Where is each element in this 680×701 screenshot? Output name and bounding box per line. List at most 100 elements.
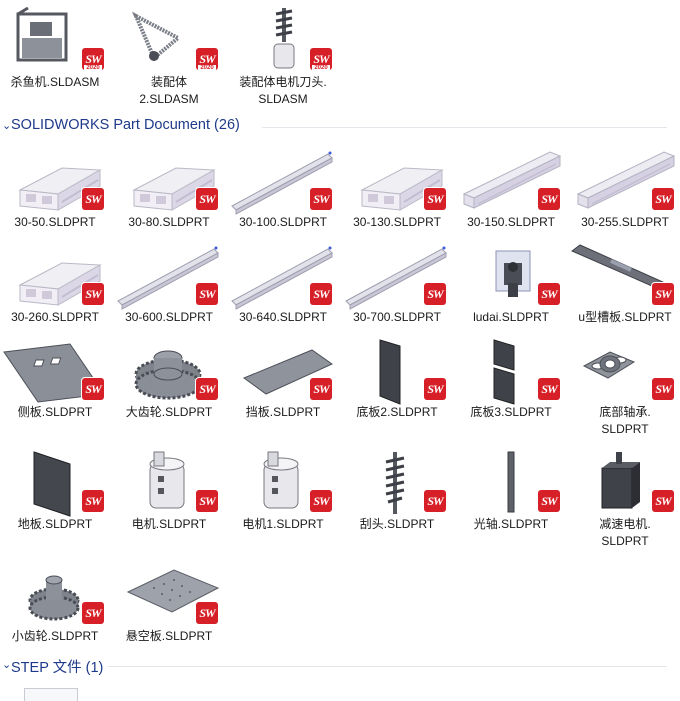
shaft-icon: SW [456,450,566,516]
file-name: 挡板.SLDPRT [245,405,321,419]
bottom-plate-icon: SW [342,338,452,405]
file-name: 地板.SLDPRT [17,517,93,531]
file-item[interactable]: SW 悬空板.SLDPRT [114,562,224,645]
baffle-plate-icon: SW [228,338,338,404]
badge-text: SW [541,494,557,508]
motor-icon: SW [114,450,224,516]
file-name: 30-600.SLDPRT [125,310,213,324]
step-file-icon[interactable] [24,688,78,701]
file-item[interactable]: SW 30-640.SLDPRT [228,243,338,326]
file-name: 30-130.SLDPRT [353,215,441,229]
file-item[interactable]: SW 30-700.SLDPRT [342,243,452,326]
file-item[interactable]: SW 30-150.SLDPRT [456,148,566,231]
solidworks-badge-icon: SW [196,283,218,305]
profile-medium-icon: SW [456,148,566,214]
file-name: 底板3.SLDPRT [470,405,552,419]
gear-motor-icon: SW [570,450,680,516]
group-divider [262,127,667,128]
profile-short-icon: SW [0,148,110,214]
u-channel-plate-icon: SW [570,243,680,309]
large-gear-icon: SW [114,338,224,404]
solidworks-badge-icon: SW [82,602,104,624]
file-item[interactable]: SW 30-600.SLDPRT [114,243,224,326]
profile-long-icon: SW [228,148,338,215]
file-name: 杀鱼机.SLDASM [10,75,100,89]
badge-text: SW [85,606,101,620]
file-name: 30-80.SLDPRT [128,215,210,229]
badge-text: SW [427,494,443,508]
chevron-down-icon[interactable]: ⌄ [2,659,12,671]
solidworks-badge-icon: SW [424,188,446,210]
solidworks-badge-icon: SW [424,283,446,305]
file-item[interactable]: SW 30-80.SLDPRT [114,148,224,231]
chevron-down-icon[interactable]: ⌄ [2,120,12,132]
file-name: 电机1.SLDPRT [242,517,324,531]
file-name: u型槽板.SLDPRT [578,310,672,324]
solidworks-badge-icon: SW [538,490,560,512]
group-header[interactable]: ⌄SOLIDWORKS Part Document (26) [0,116,667,138]
file-item[interactable]: SW 大齿轮.SLDPRT [114,338,224,421]
solidworks-badge-icon: SW [82,378,104,400]
badge-text: SW [541,192,557,206]
badge-text: SW [427,382,443,396]
file-name: 30-150.SLDPRT [467,215,555,229]
perforated-plate-icon: SW [114,562,224,628]
solidworks-badge-icon: SW [424,490,446,512]
file-name: 30-50.SLDPRT [14,215,96,229]
badge-text: SW [655,382,671,396]
group-header[interactable]: ⌄STEP 文件 (1) [0,655,667,677]
solidworks-badge-icon: SW [310,188,332,210]
badge-year: 2020 [198,65,216,72]
badge-text: SW [199,287,215,301]
file-name: 装配体电机刀头. [239,75,327,89]
badge-text: SW [199,382,215,396]
file-name: 底板2.SLDPRT [356,405,438,419]
profile-medium-icon: SW [570,148,680,214]
badge-text: SW [655,192,671,206]
file-name: 30-700.SLDPRT [353,310,441,324]
badge-text: SW [85,382,101,396]
solidworks-badge-icon: SW [538,188,560,210]
bearing-block-icon: SW [570,338,680,404]
profile-short-icon: SW [114,148,224,214]
file-name: 悬空板.SLDPRT [125,629,213,643]
badge-text: SW [313,192,329,206]
scraper-head-icon: SW [342,450,452,516]
file-item[interactable]: SW 30-130.SLDPRT [342,148,452,231]
solidworks-badge-icon: SW [196,188,218,210]
floor-plate-icon: SW [0,450,110,517]
file-item[interactable]: SW 底板2.SLDPRT [342,338,452,421]
solidworks-badge-icon: SW [196,602,218,624]
file-name: 30-640.SLDPRT [239,310,327,324]
solidworks-badge-icon: SW [310,283,332,305]
file-name: 大齿轮.SLDPRT [125,405,213,419]
badge-text: SW [199,494,215,508]
badge-text: SW [655,494,671,508]
solidworks-badge-icon: SW [424,378,446,400]
group-title: STEP 文件 (1) [11,660,104,676]
badge-text: SW [541,287,557,301]
badge-text: SW [199,52,215,66]
